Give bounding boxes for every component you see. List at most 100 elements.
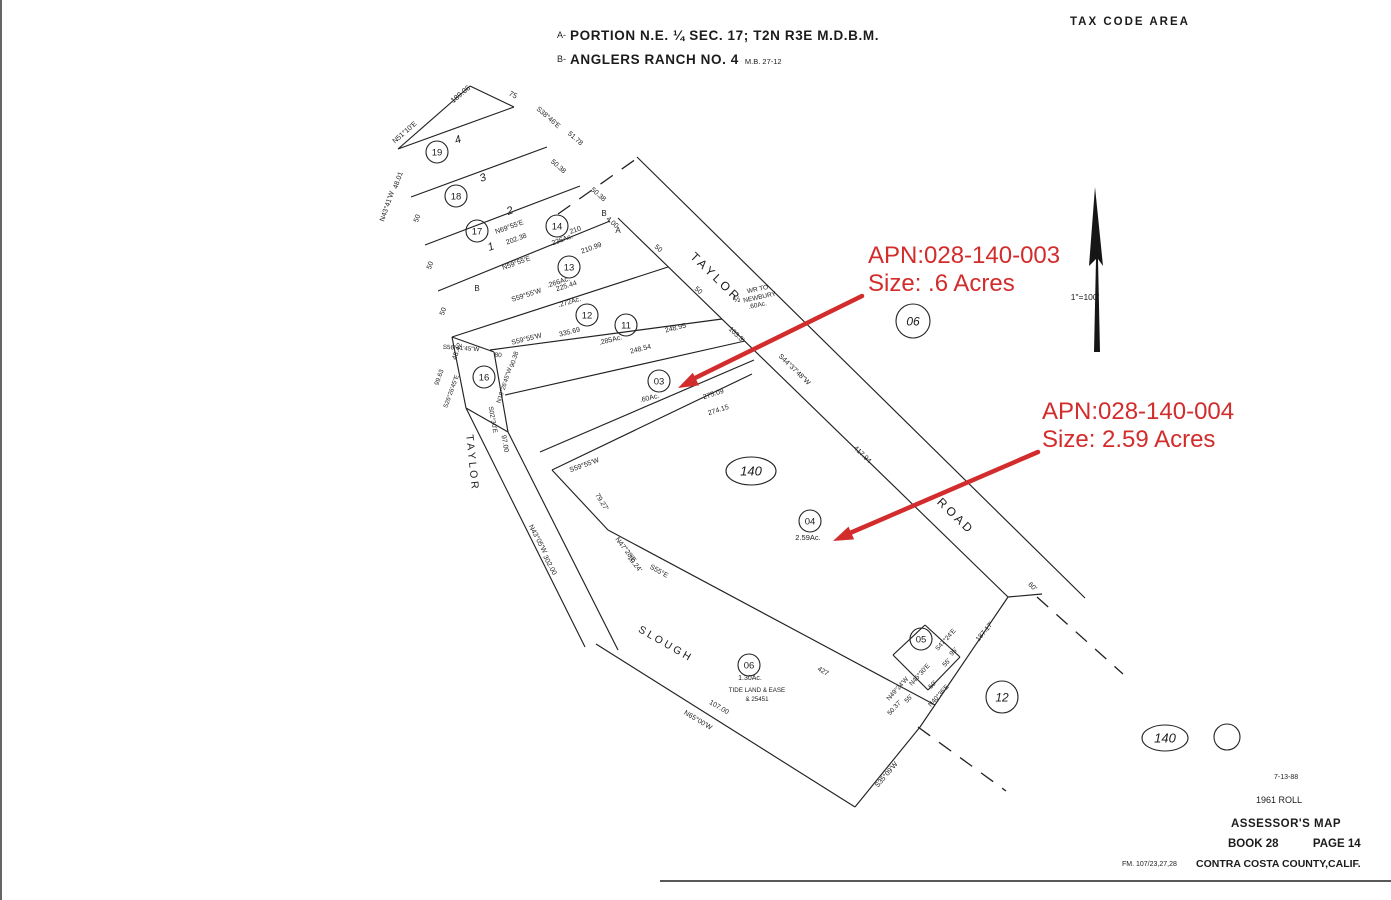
map-label: 103.3' [727,326,745,344]
map-label: S02°30'E [487,406,500,435]
annotation-parcel-03: APN:028-140-003 Size: .6 Acres [868,242,1060,298]
map-label: 248.54 [629,344,652,356]
parcel-number: 19 [432,148,443,159]
block-number-ellipse: 140 [1141,724,1189,752]
map-label: S59°55'W [511,331,543,346]
arrowhead-parcel-04-icon [833,526,855,541]
parcel-number: 14 [552,222,563,233]
map-label: 50 [413,214,422,224]
map-label: 302.00 [541,554,557,576]
parcel-number-circle: 14 [545,214,569,238]
map-label: S56°41'45"W [443,344,480,354]
map-label: 427 [816,666,830,678]
north-arrow-icon [1089,187,1103,352]
map-label: 189.06 [449,83,472,105]
map-label: 97.00 [500,434,510,453]
map-label: 60' [1026,581,1037,592]
title-line-b-prefix: B- [557,54,566,64]
map-label: 79.27' [593,492,609,512]
title-line-b-ref: M.B. 27-12 [744,57,782,66]
map-label: 187.17' [975,621,995,643]
parcel-number: 06 [744,661,755,672]
map-label: N43°05'W [527,523,549,555]
parcel-boundary-lines [397,85,1086,808]
map-label: .60Ac. [748,300,768,311]
parcel-number-circle: 06 [737,653,761,677]
map-label: 3 [478,171,489,185]
map-label: 248.95 [664,323,687,335]
map-label: A [615,226,621,235]
map-label: 75 [507,89,518,101]
map-label: WR TO [746,284,768,295]
parcel-number-circle: 06 [895,303,931,339]
map-label: S55°E [648,563,670,580]
parcel-circle-outline [895,303,931,339]
map-label: 210 [569,225,582,236]
map-label: 90.38 [509,350,521,368]
road-label-road: R O A D [934,495,975,535]
map-label: S35°09'W [873,760,899,789]
map-label: 2 [504,204,515,218]
map-label: 417.94 [852,445,872,465]
parcel-circle-outline [1213,723,1241,751]
annotation-parcel-04-size: Size: 2.59 Acres [1042,426,1216,453]
footer-roll: 1961 ROLL [1256,795,1303,805]
block-number: 140 [1154,731,1176,746]
title-line-b: B- ANGLERS RANCH NO. 4 M.B. 27-12 [557,51,782,69]
map-label: N59°55'E [501,254,532,272]
map-label: N19°26'45"W [496,367,514,404]
parcel-circle-outline [465,219,489,243]
footer-map-title: ASSESSOR'S MAP [1231,818,1342,830]
parcel-number: 06 [906,315,920,329]
parcel-number-circle: 05 [909,627,933,651]
map-label: & 25451 [745,696,769,703]
map-label: .272Ac. [557,296,582,309]
parcel-circle-outline [798,509,822,533]
map-label: N43°41'W [378,190,396,223]
parcel-circle-outline [472,365,496,389]
parcel-number-circle: 03 [647,369,671,393]
parcel-circle-outline [647,369,671,393]
arrow-to-parcel-03 [690,293,865,382]
map-label: 210.99 [580,242,603,256]
annotation-parcel-04-apn: APN:028-140-004 [1042,398,1235,425]
parcel-number-circle: 16 [472,365,496,389]
footer-book-page: BOOK 28 PAGE 14 [1228,838,1361,850]
map-label: 50 [439,307,448,317]
parcel-number: 11 [621,321,631,332]
map-label: 274.15 [707,404,730,417]
parcel-number-circle: 13 [557,255,581,279]
map-label: 55' [903,694,914,705]
map-label: 99.63 [434,368,446,386]
map-label: B [474,284,479,293]
title-line-b-text: ANGLERS RANCH NO. 4 [570,52,739,67]
slough-label: S L O U G H [636,624,693,664]
dashed-road-lines [557,158,1124,792]
arrow-to-parcel-04 [847,449,1041,536]
map-label: .285Ac. [598,334,623,347]
annotation-parcel-03-size: Size: .6 Acres [868,270,1015,297]
parcel-number: 13 [564,263,575,274]
parcel-number-circle: 12 [985,680,1019,714]
parcel-circle-outline [557,255,581,279]
map-label: 50 [653,244,664,254]
parcel-circle-outline [985,680,1019,714]
scale-label: 1"=100' [1071,292,1100,302]
parcel-number-circle: 04 [798,509,822,533]
parcel-circle-outline [614,313,638,337]
parcel-circle-outline [425,140,449,164]
map-label: 50' [927,680,938,691]
map-label: 275.09 [702,388,725,401]
title-line-a-prefix: A- [557,30,566,40]
footer-date: 7-13-88 [1274,774,1299,781]
parcel-number-circle: 18 [444,184,468,208]
parcel-number: 12 [582,311,593,322]
footer-fm: FM. 107/23,27,28 [1122,861,1177,868]
parcel-number: 12 [995,691,1009,705]
map-label: 95' [948,647,959,658]
map-label: N51°10'E [391,120,419,146]
parcel-circle-outline [909,627,933,651]
road-label-taylor: T A Y L O R [688,249,743,303]
